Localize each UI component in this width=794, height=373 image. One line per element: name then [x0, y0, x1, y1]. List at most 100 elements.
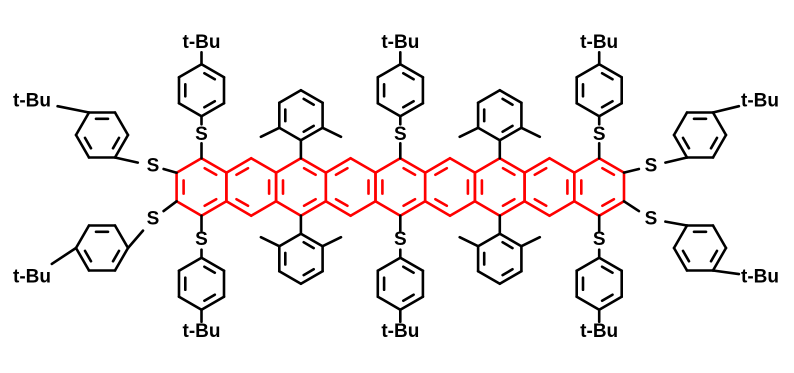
- acene-ring-bond: [423, 157, 452, 174]
- acene-ring-bond: [548, 157, 576, 174]
- xylyl-ring-bond: [498, 89, 523, 105]
- acene-ring-double-bond: [302, 166, 317, 177]
- xylyl-ring-bond: [299, 89, 324, 105]
- acene-ring-bond: [249, 157, 278, 174]
- acene-ring-bond: [572, 200, 601, 217]
- aryl-ring-double-bond: [600, 100, 614, 109]
- aryl-ring-double-bond: [681, 249, 691, 263]
- aryl-ring-bond: [597, 256, 624, 273]
- acene-ring-double-bond: [533, 197, 548, 208]
- s-c-bond: [113, 156, 140, 164]
- acene-core-bonds: [175, 157, 626, 217]
- methyl-bond: [520, 126, 542, 139]
- aryl-ring-double-bond: [600, 265, 614, 275]
- aryl-ring-bond: [597, 102, 624, 118]
- tbu-bond: [50, 246, 78, 266]
- acene-ring-double-bond: [302, 197, 317, 208]
- aryl-ring-bond: [113, 246, 130, 272]
- aryl-ring-bond: [398, 256, 425, 273]
- tbu-bond: [711, 269, 741, 276]
- c-s-bond: [622, 167, 641, 174]
- aryl-ring-bond: [398, 102, 425, 118]
- c-s-bond: [622, 200, 641, 213]
- xylyl-ring-bond: [498, 269, 523, 286]
- s-c-bond: [664, 220, 689, 227]
- acene-ring-double-bond: [501, 166, 516, 177]
- acene-ring-double-bond: [501, 197, 516, 208]
- xylyl-ring-bond: [299, 269, 324, 286]
- acene-ring-bond: [225, 200, 253, 217]
- aryl-ring-bond: [711, 133, 728, 159]
- aryl-ring-bond: [597, 63, 624, 79]
- xylyl-ring-double-bond: [501, 241, 514, 250]
- acene-ring-double-bond: [601, 197, 616, 208]
- tbu-bond: [56, 104, 91, 114]
- aryl-ring-double-bond: [600, 72, 614, 81]
- tert-butyl-label: t-Bu: [741, 91, 779, 112]
- acene-ring-bond: [175, 157, 203, 174]
- acene-ring-bond: [249, 200, 278, 217]
- acene-ring-bond: [200, 200, 228, 217]
- aryl-ring-bond: [177, 63, 203, 79]
- methyl-bond: [321, 235, 343, 248]
- acene-ring-double-bond: [235, 197, 250, 208]
- aryl-ring-double-bond: [709, 136, 719, 150]
- xylyl-ring-bond: [476, 126, 502, 142]
- acene-ring-bond: [398, 157, 427, 174]
- tert-butyl-label: t-Bu: [580, 32, 618, 53]
- aryl-ring-double-bond: [111, 136, 121, 150]
- xylyl-ring-bond: [277, 126, 303, 142]
- acene-ring-bond: [175, 200, 203, 217]
- aryl-ring-bond: [74, 133, 91, 159]
- xylyl-ring-double-bond: [501, 124, 514, 133]
- methyl-bond: [259, 235, 281, 248]
- aryl-ring-bond: [200, 63, 226, 79]
- acene-ring-double-bond: [203, 166, 218, 177]
- aryl-ring-bond: [398, 295, 425, 312]
- tert-butyl-label: t-Bu: [381, 32, 419, 53]
- xylyl-ring-double-bond: [501, 97, 514, 106]
- aryl-ring-double-bond: [401, 72, 415, 81]
- s-c-bond: [664, 156, 689, 164]
- aryl-ring-bond: [177, 256, 203, 273]
- acene-ring-bond: [597, 157, 626, 174]
- c-s-bond: [162, 200, 178, 213]
- acene-ring-bond: [498, 200, 526, 217]
- xylyl-ring-bond: [476, 269, 502, 286]
- aryl-ring-bond: [575, 63, 601, 79]
- aryl-ring-bond: [711, 111, 728, 137]
- sulfur-atom-label: S: [147, 209, 160, 230]
- sulfur-atom-label: S: [645, 209, 658, 230]
- acene-ring-bond: [299, 157, 328, 174]
- acene-ring-bond: [548, 200, 576, 217]
- aryl-ring-double-bond: [709, 249, 719, 263]
- aryl-ring-bond: [672, 246, 689, 272]
- acene-ring-bond: [324, 157, 352, 174]
- aryl-ring-double-bond: [83, 249, 93, 263]
- tert-butyl-label: t-Bu: [741, 267, 779, 288]
- aryl-ring-bond: [711, 246, 728, 272]
- acene-ring-bond: [523, 157, 551, 174]
- sulfur-atom-label: S: [593, 124, 606, 145]
- aryl-ring-bond: [177, 102, 203, 118]
- acene-ring-bond: [200, 157, 228, 174]
- aryl-ring-bond: [398, 63, 425, 79]
- aryl-ring-bond: [376, 256, 402, 273]
- methyl-bond: [259, 126, 281, 139]
- aryl-ring-double-bond: [681, 136, 691, 150]
- sulfur-atom-label: S: [394, 229, 407, 250]
- tert-butyl-label: t-Bu: [183, 32, 221, 53]
- aryl-ring-bond: [597, 295, 624, 312]
- aryl-ring-bond: [74, 224, 91, 250]
- aryl-ring-bond: [113, 133, 130, 159]
- acene-ring-bond: [498, 157, 526, 174]
- tert-butyl-label: t-Bu: [13, 91, 51, 112]
- aryl-ring-bond: [672, 224, 689, 250]
- aryl-ring-bond: [711, 224, 728, 250]
- aryl-ring-bond: [376, 63, 402, 79]
- aryl-ring-bond: [575, 256, 601, 273]
- aryl-ring-bond: [200, 256, 226, 273]
- acene-ring-bond: [274, 157, 303, 174]
- acene-ring-double-bond: [434, 166, 449, 177]
